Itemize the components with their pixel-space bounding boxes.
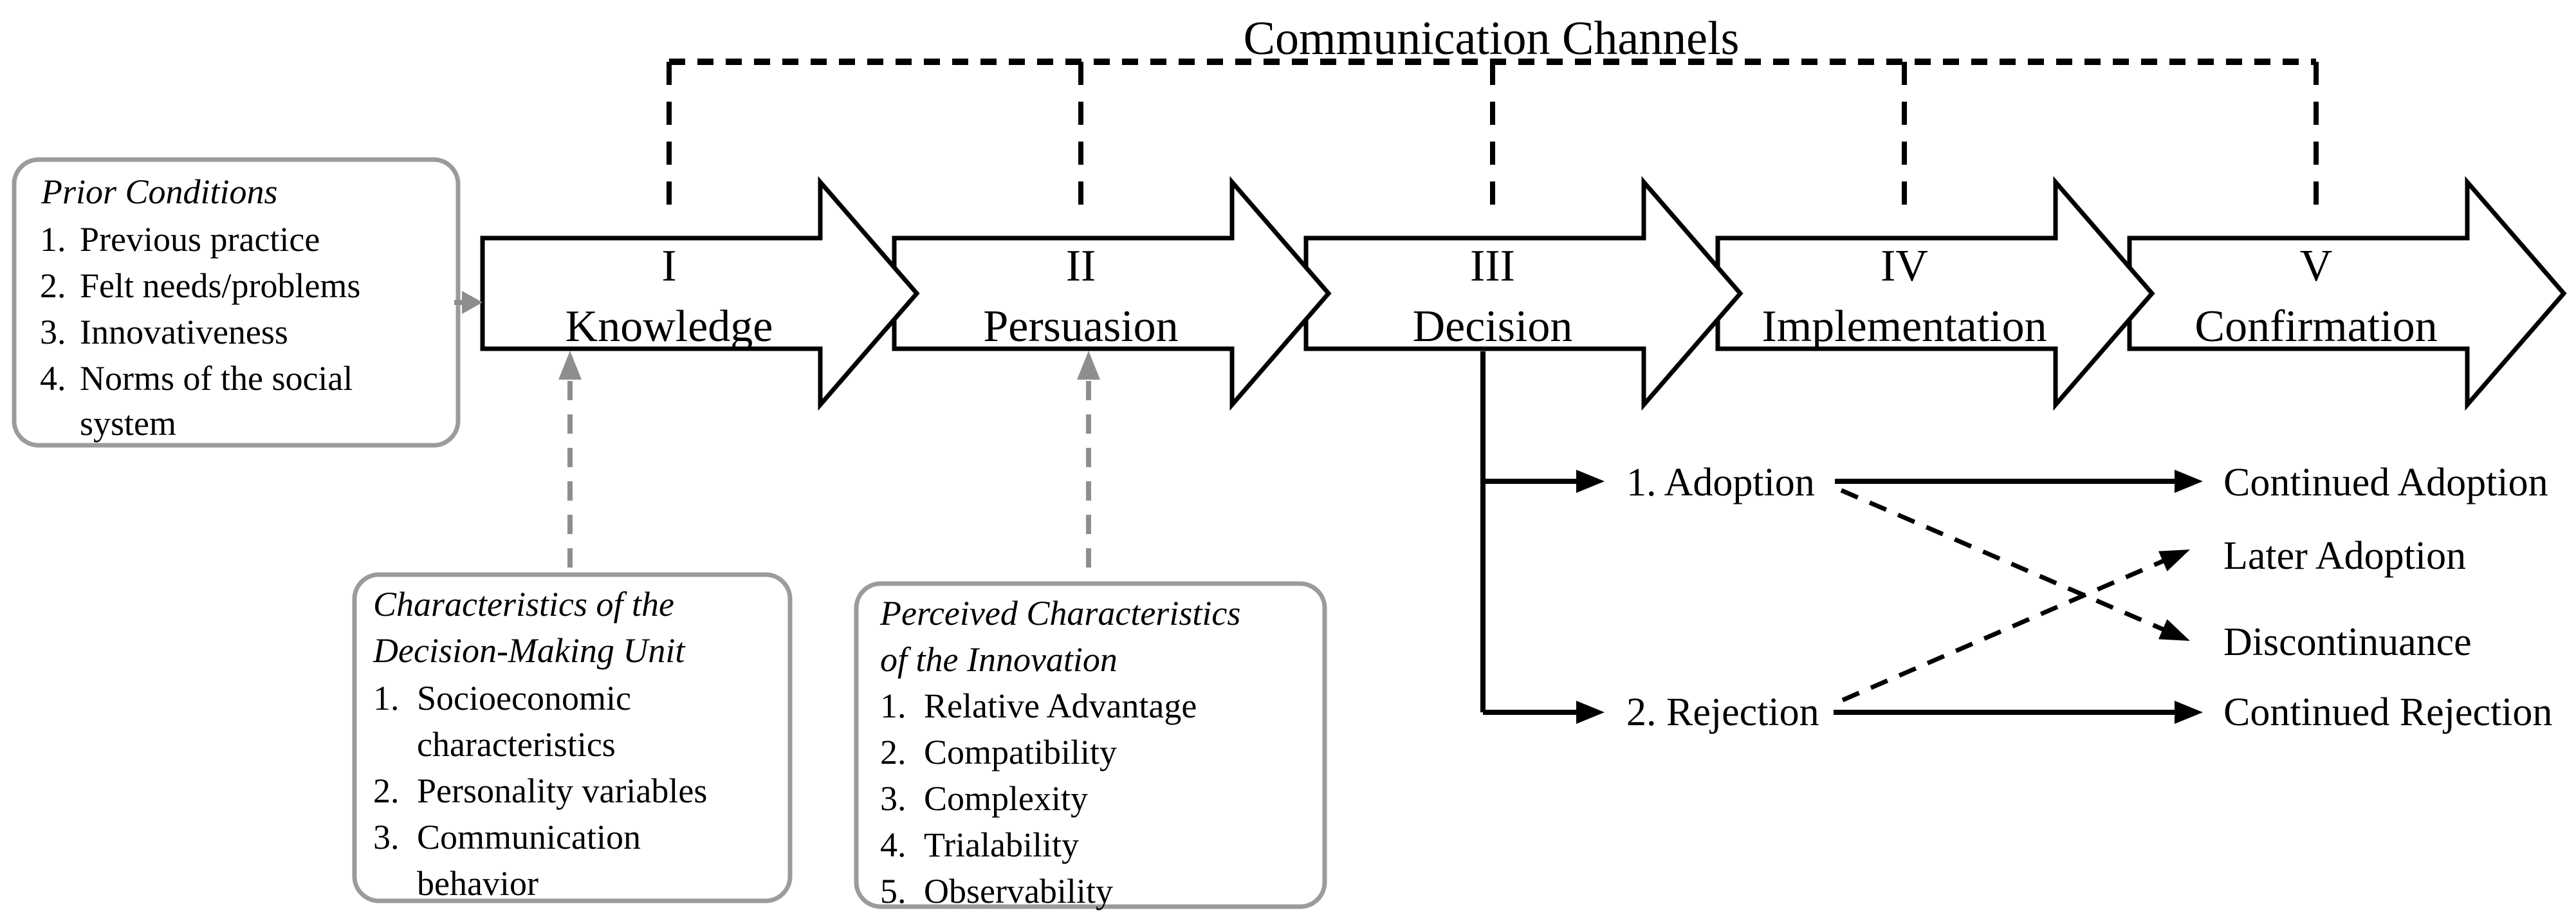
list-item: Observability [924,872,1113,910]
list-item-wrap: characteristics [417,725,616,764]
list-item-wrap: behavior [417,864,538,903]
innovation-characteristics-box: Perceived Characteristics of the Innovat… [854,581,1327,910]
list-item-num: 3. [40,313,66,351]
list-item: Personality variables [417,772,707,810]
list-item-num: 4. [880,826,906,864]
prior-conditions-title: Prior Conditions [41,172,278,211]
communication-channels-title: Communication Channels [1244,12,1740,65]
innovation-to-persuasion-arrowhead-icon [1077,351,1100,380]
innovation-characteristics-border [854,581,1327,909]
list-item-num: 1. [880,687,906,725]
list-item-num: 4. [40,359,66,398]
rejection-label: 2. Rejection [1626,690,1819,734]
stage-name-persuasion: Persuasion [983,302,1178,351]
adoption-branch-arrowhead-icon [1576,470,1605,493]
stage-numeral-confirmation: V [2300,241,2333,291]
rejection-branch-arrowhead-icon [1576,701,1605,724]
list-item-num: 1. [40,220,66,259]
stage-name-knowledge: Knowledge [566,302,773,351]
list-item: Socioeconomic [417,679,631,717]
stage-arrow-knowledge [480,176,920,411]
stage-numeral-persuasion: II [1066,241,1096,291]
stage-name-decision: Decision [1413,302,1573,351]
list-item: Relative Advantage [924,687,1197,725]
decision-making-unit-title-line2: Decision-Making Unit [373,631,686,670]
innovation-title-line1: Perceived Characteristics [879,594,1240,633]
list-item-num: 3. [880,779,906,818]
list-item: Compatibility [924,733,1117,772]
stage-numeral-decision: III [1470,241,1515,291]
prior-conditions-box: Prior Conditions 1. Previous practice 2.… [12,157,461,448]
list-item-num: 3. [373,818,400,856]
decision-making-unit-box: Characteristics of the Decision-Making U… [352,572,793,903]
stage-numeral-knowledge: I [661,241,676,291]
list-item: Previous practice [80,220,320,259]
list-item-num: 2. [880,733,906,772]
continued-rejection-label: Continued Rejection [2223,690,2552,734]
stage-arrow-persuasion [892,176,1332,411]
continued-rejection-arrowhead-icon [2175,701,2203,724]
stage-name-confirmation: Confirmation [2194,302,2437,351]
unit-to-knowledge-arrowhead-icon [558,351,582,380]
stage-name-implementation: Implementation [1762,302,2047,351]
later-adoption-arrowhead-icon [2158,550,2190,571]
stage-arrow-implementation [1715,176,2155,411]
list-item: Communication [417,818,641,856]
list-item: Norms of the social [80,359,353,398]
innovation-title-line2: of the Innovation [880,640,1118,679]
list-item: Complexity [924,779,1088,818]
list-item: Innovativeness [80,313,288,351]
decision-making-unit-title-line1: Characteristics of the [373,585,674,624]
continued-adoption-arrowhead-icon [2175,470,2203,493]
discontinuance-arrowhead-icon [2158,619,2190,641]
discontinuance-label: Discontinuance [2223,620,2472,664]
later-adoption-label: Later Adoption [2223,534,2466,578]
list-item-num: 5. [880,872,906,910]
discontinuance-dash-line [1840,488,2164,632]
adoption-label: 1. Adoption [1626,461,1815,504]
stage-arrow-decision [1303,176,1743,411]
list-item-num: 2. [373,772,400,810]
later-adoption-dash-line [1841,559,2164,703]
prior-to-knowledge-arrowhead-icon [462,291,483,314]
stage-arrow-confirmation [2127,176,2567,411]
list-item-num: 2. [40,266,66,305]
decision-making-unit-border [352,572,793,903]
list-item: Felt needs/problems [80,266,360,305]
continued-adoption-label: Continued Adoption [2223,461,2548,504]
stage-numeral-implementation: IV [1881,241,1928,291]
list-item-num: 1. [373,679,400,717]
list-item-wrap: system [80,404,176,443]
list-item: Trialability [924,826,1079,864]
